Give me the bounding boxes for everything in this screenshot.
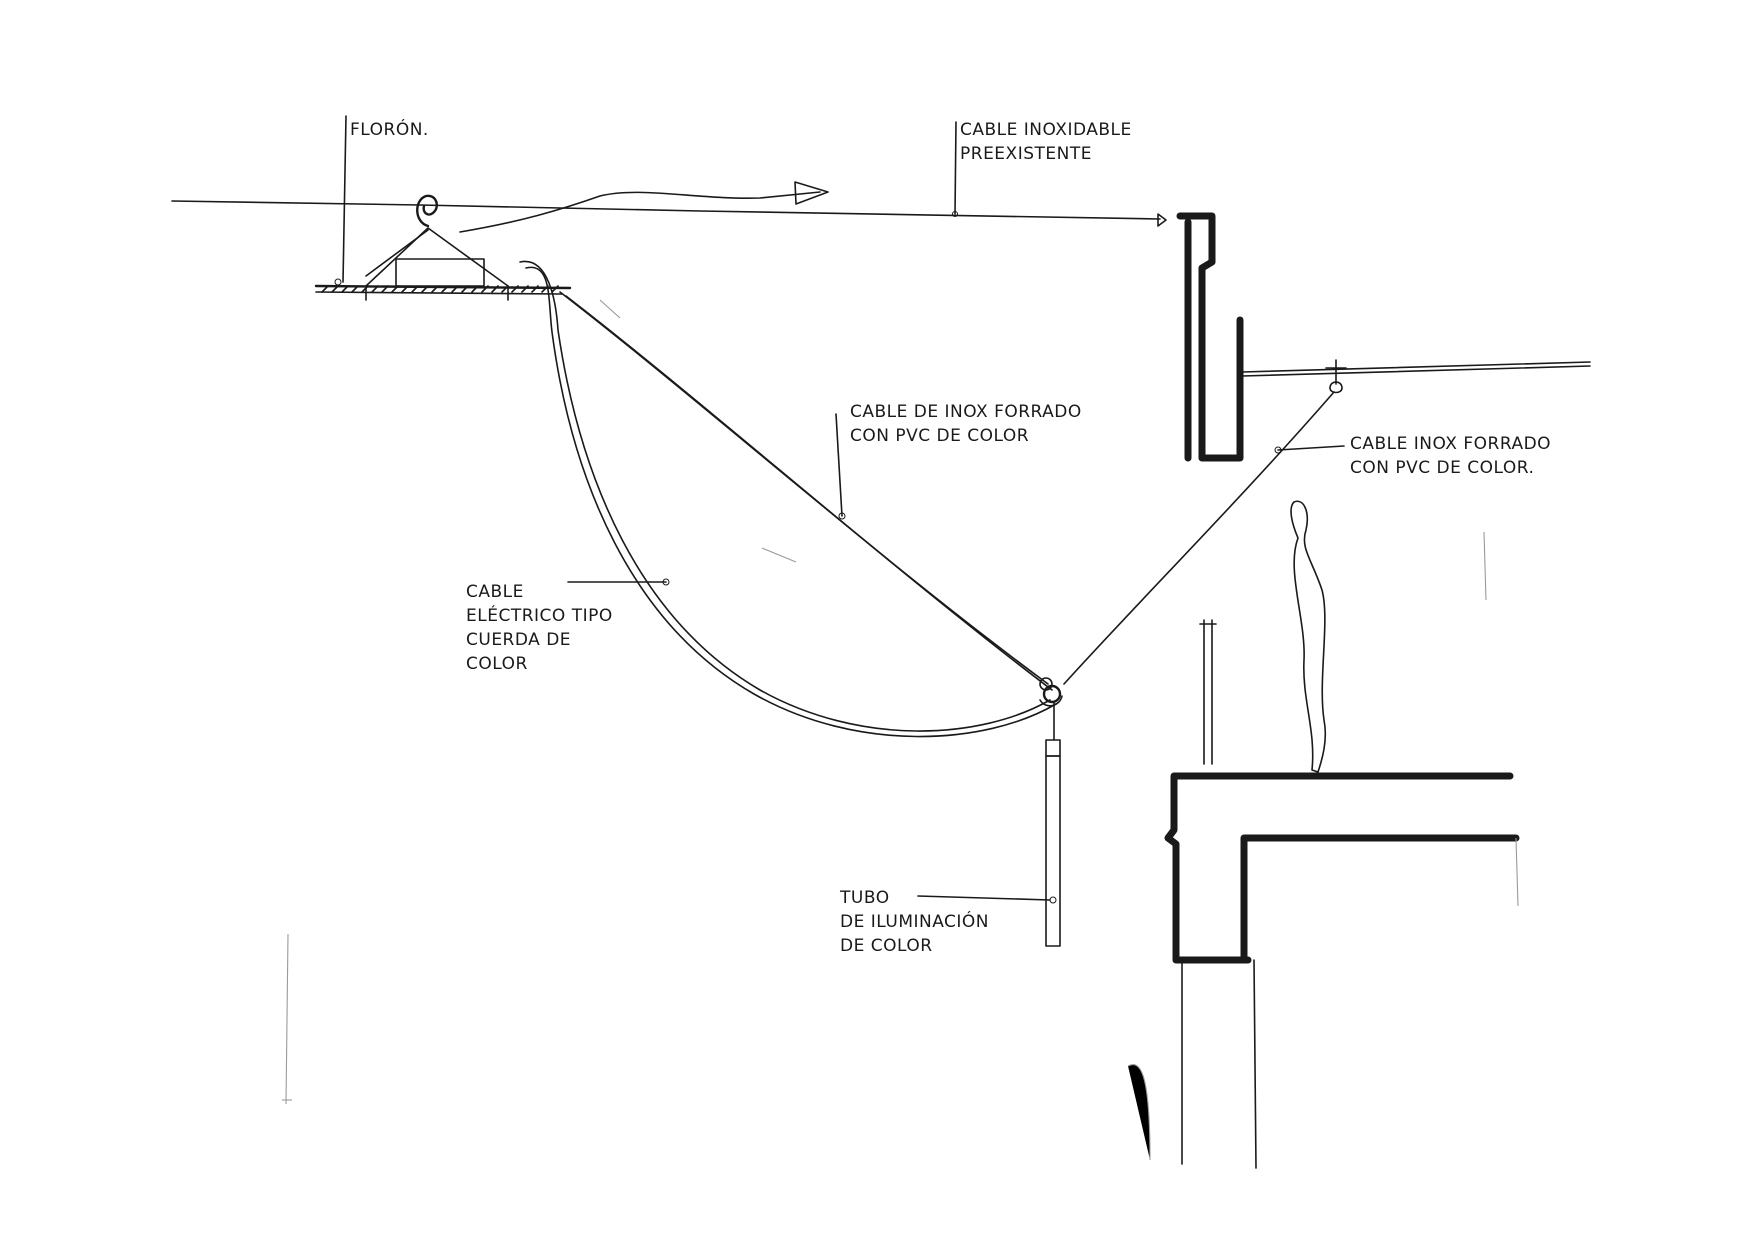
tube-leader xyxy=(917,895,1051,901)
right-ceiling-line xyxy=(1241,361,1591,373)
vertical-rod xyxy=(1199,619,1217,765)
preexistente-leader xyxy=(954,121,957,215)
floron-label: FLORÓN. xyxy=(350,120,429,140)
cable-electrico-label: CABLE ELÉCTRICO TIPO CUERDA DE COLOR xyxy=(466,582,613,674)
floron-leader xyxy=(342,115,347,283)
hook-icon xyxy=(416,194,438,228)
lighting-tube xyxy=(1045,701,1061,947)
lower-slab-outer xyxy=(1164,772,1514,964)
pvc-cable-right xyxy=(1063,391,1335,685)
pvc-cable-left xyxy=(559,291,1049,685)
cable-inox-right-label: CABLE INOX FORRADO CON PVC DE COLOR. xyxy=(1350,434,1552,478)
direction-arrow-line xyxy=(459,191,821,233)
cable-anchor-mark xyxy=(1157,213,1167,227)
cable-preexistente-label: CABLE INOXIDABLE PREEXISTENTE xyxy=(960,120,1132,164)
electric-cord xyxy=(519,260,1051,732)
pvc-left-leader xyxy=(835,413,843,517)
person-figure xyxy=(1290,500,1327,773)
pvc-right-leader xyxy=(1277,445,1345,451)
arrow-head-icon xyxy=(794,181,829,205)
cable-junction-knot xyxy=(1039,677,1063,707)
right-anchor-icon xyxy=(1325,359,1347,394)
cable-inox-left-label: CABLE DE INOX FORRADO CON PVC DE COLOR xyxy=(850,402,1082,446)
tubo-label: TUBO DE ILUMINACIÓN DE COLOR xyxy=(840,888,990,956)
lower-slab-inner xyxy=(1240,834,1520,964)
upper-wall-section xyxy=(1176,212,1244,462)
existing-steel-cable xyxy=(171,200,1161,220)
floron-plate xyxy=(314,194,572,301)
